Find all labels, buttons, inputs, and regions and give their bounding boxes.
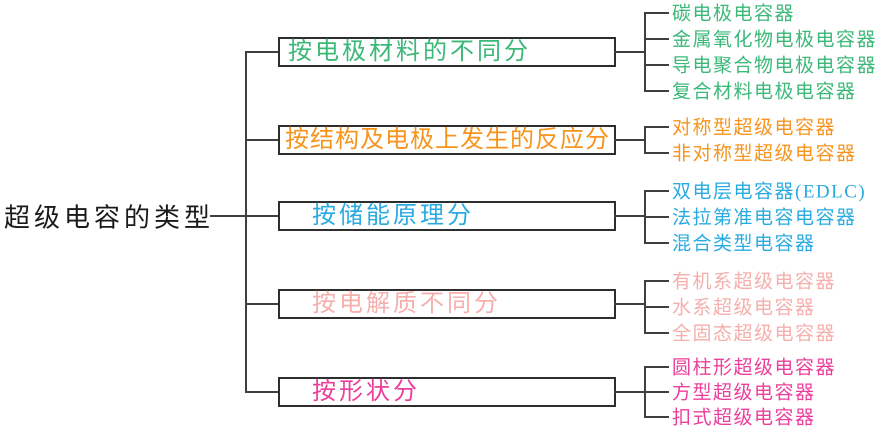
branch-box-structure-reaction: 按结构及电极上发生的反应分 (278, 125, 616, 155)
branch-box-electrolyte: 按电解质不同分 (278, 289, 616, 319)
leaf-stub-line (644, 366, 669, 368)
leaf-label: 碳电极电容器 (672, 3, 796, 25)
leaf-label: 金属氧化物电极电容器 (672, 29, 878, 51)
branch-label: 按电极材料的不同分 (288, 39, 531, 65)
branch-stub-line (245, 139, 278, 141)
leaf-stub-line (644, 242, 669, 244)
branch-stub-line (245, 51, 278, 53)
leaf-stub-line (644, 90, 669, 92)
branch-stub-line (245, 391, 278, 393)
branch-label: 按结构及电极上发生的反应分 (285, 127, 610, 153)
branch-right-stub-line (614, 391, 646, 393)
branch-stub-line (245, 215, 278, 217)
branch-label: 按储能原理分 (312, 203, 474, 229)
leaf-stub-line (644, 416, 669, 418)
branch-stub-line (245, 303, 278, 305)
leaf-label: 有机系超级电容器 (672, 271, 837, 293)
leaf-label: 非对称型超级电容器 (672, 143, 857, 165)
leaf-label: 法拉第准电容电容器 (672, 207, 857, 229)
leaf-stub-line (644, 332, 669, 334)
leaf-stub-line (644, 216, 669, 218)
branch-right-stub-line (614, 51, 646, 53)
leaf-label: 复合材料电极电容器 (672, 81, 857, 103)
leaf-stub-line (644, 152, 669, 154)
leaf-label: 导电聚合物电极电容器 (672, 55, 878, 77)
leaf-stub-line (644, 126, 669, 128)
leaf-stub-line (644, 38, 669, 40)
leaf-stub-line (644, 391, 669, 393)
diagram-root-label: 超级电容的类型 (4, 203, 215, 233)
branch-box-shape: 按形状分 (278, 377, 616, 407)
leaf-label: 双电层电容器(EDLC) (672, 181, 867, 203)
branch-label: 按电解质不同分 (312, 291, 501, 317)
leaf-label: 全固态超级电容器 (672, 323, 837, 345)
leaf-stub-line (644, 12, 669, 14)
trunk-line (245, 51, 247, 393)
branch-right-stub-line (614, 215, 646, 217)
leaf-spine-line (644, 126, 646, 154)
leaf-label: 混合类型电容器 (672, 233, 816, 255)
leaf-stub-line (644, 306, 669, 308)
leaf-label: 圆柱形超级电容器 (672, 357, 837, 379)
leaf-stub-line (644, 64, 669, 66)
leaf-spine-line (644, 12, 646, 92)
leaf-label: 方型超级电容器 (672, 382, 816, 404)
leaf-stub-line (644, 190, 669, 192)
branch-box-storage-principle: 按储能原理分 (278, 201, 616, 231)
branch-right-stub-line (614, 139, 646, 141)
leaf-label: 对称型超级电容器 (672, 117, 837, 139)
branch-label: 按形状分 (312, 379, 420, 405)
branch-right-stub-line (614, 303, 646, 305)
leaf-label: 扣式超级电容器 (672, 407, 816, 429)
root-connector-line (210, 215, 246, 217)
leaf-stub-line (644, 280, 669, 282)
leaf-label: 水系超级电容器 (672, 297, 816, 319)
branch-box-electrode-material: 按电极材料的不同分 (278, 37, 616, 67)
